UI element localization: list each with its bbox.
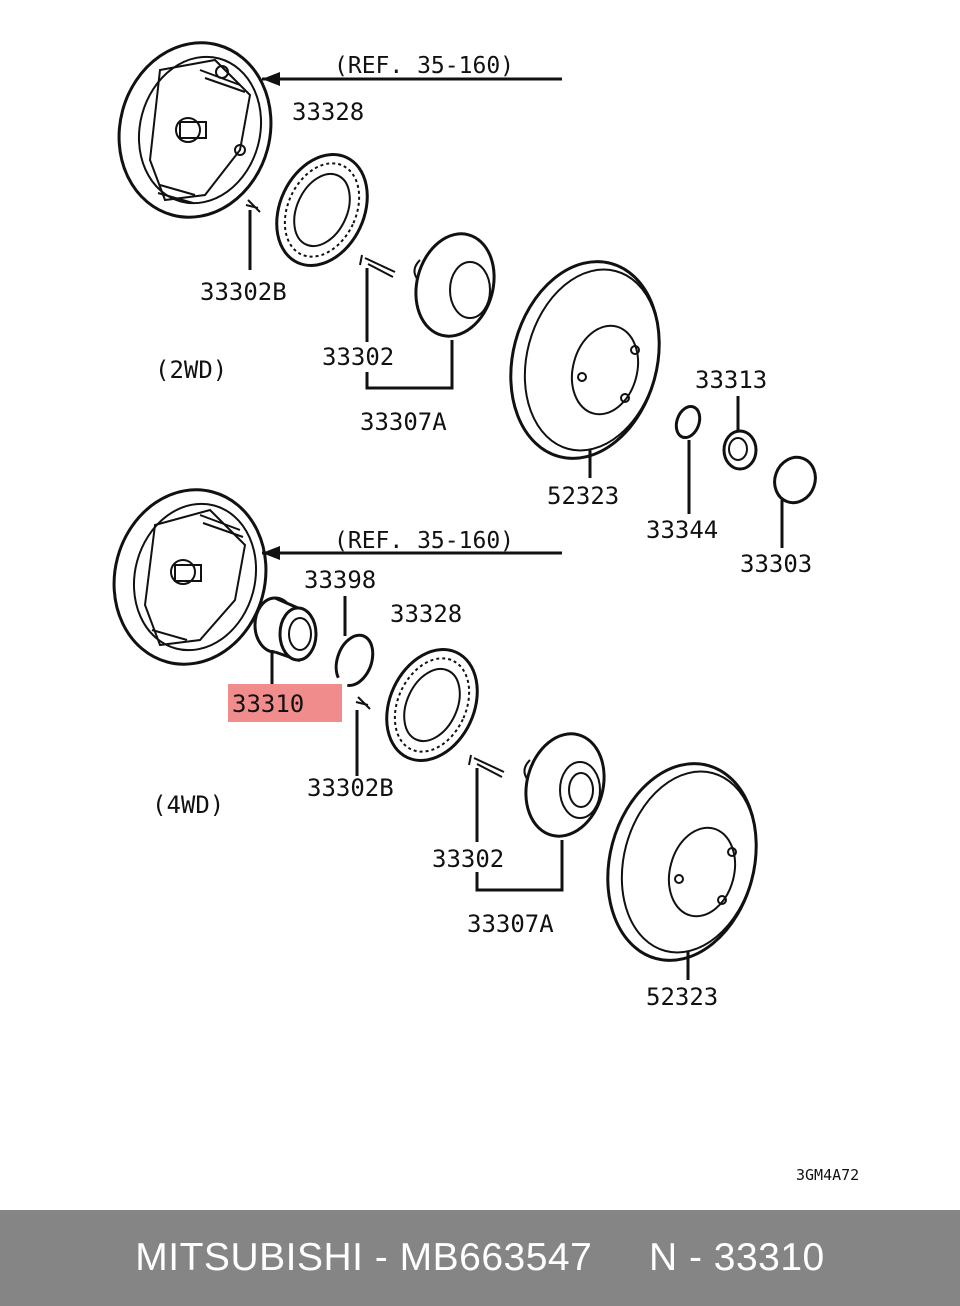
bearing xyxy=(253,596,318,663)
label-33302B-bottom: 33302B xyxy=(307,774,394,802)
label-33313: 33313 xyxy=(695,366,767,394)
ref-arrow-4wd xyxy=(262,546,280,560)
cap xyxy=(773,455,817,505)
footer-bar: MITSUBISHI - MB663547 N - 33310 xyxy=(0,1210,960,1306)
ref-arrow-2wd xyxy=(262,72,280,86)
washer xyxy=(674,405,702,439)
screw-2wd xyxy=(245,199,261,270)
label-33303: 33303 xyxy=(740,550,812,578)
label-52323-bottom: 52323 xyxy=(646,983,718,1011)
bracket-33307A-bottom xyxy=(475,840,564,892)
screw-4wd xyxy=(355,696,371,776)
drum-4wd xyxy=(606,762,758,962)
backing-ring-2wd xyxy=(275,153,369,267)
label-33398: 33398 xyxy=(304,566,376,594)
diagram-code: 3GM4A72 xyxy=(796,1166,859,1184)
bracket-33307A-top xyxy=(365,340,454,390)
ref-text-2wd: (REF. 35-160) xyxy=(334,53,514,79)
label-33328-bottom: 33328 xyxy=(390,600,462,628)
parts-diagram: (REF. 35-160) 33328 33302B 33302 33307A … xyxy=(112,41,859,1184)
hub-4wd xyxy=(523,732,606,838)
variant-2wd: (2WD) xyxy=(155,356,227,384)
backing-plate-4wd xyxy=(112,488,268,666)
label-33328-top: 33328 xyxy=(292,98,364,126)
label-33307A-top: 33307A xyxy=(360,408,447,436)
backing-plate-2wd xyxy=(117,41,273,219)
stud-4wd xyxy=(468,754,505,842)
label-52323-top: 52323 xyxy=(547,482,619,510)
label-33302B-top: 33302B xyxy=(200,278,287,306)
label-33302-top: 33302 xyxy=(322,343,394,371)
stud-2wd xyxy=(359,254,396,342)
label-33310: 33310 xyxy=(232,690,304,718)
snap-ring xyxy=(334,633,375,687)
ref-text-4wd: (REF. 35-160) xyxy=(334,528,514,554)
label-33307A-bottom: 33307A xyxy=(467,910,554,938)
footer-text: MITSUBISHI - MB663547 N - 33310 xyxy=(135,1236,825,1279)
hub-2wd xyxy=(413,232,496,338)
backing-ring-4wd xyxy=(385,648,479,762)
nut xyxy=(722,429,758,471)
label-33344: 33344 xyxy=(646,516,718,544)
drum-2wd xyxy=(509,260,661,460)
highlight-33310 xyxy=(228,684,342,722)
label-33302-bottom: 33302 xyxy=(432,845,504,873)
variant-4wd: (4WD) xyxy=(152,791,224,819)
